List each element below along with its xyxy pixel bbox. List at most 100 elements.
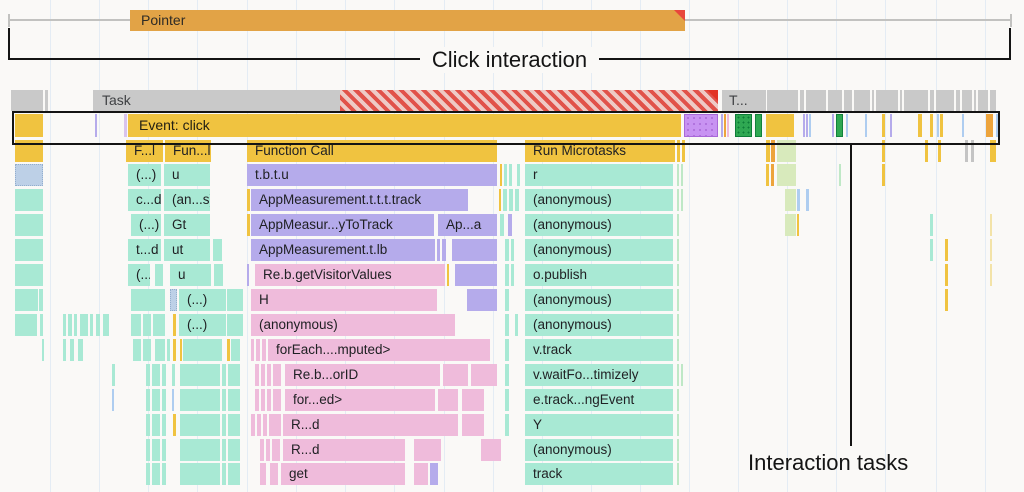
flame-bar-r-d[interactable]: R...d [283,414,458,436]
event-sliver[interactable] [809,114,811,137]
task-segment[interactable] [854,90,870,111]
flame-sliver[interactable] [162,463,166,485]
flame-bar-appmeasur-ytotrack[interactable]: AppMeasur...yToTrack [251,214,434,236]
flame-bar-anonymous[interactable]: (anonymous) [525,214,673,236]
flame-sliver[interactable] [103,314,109,336]
flame-sliver[interactable] [500,214,504,236]
task-segment[interactable] [844,90,852,111]
flame-bar-track[interactable]: track [525,463,673,485]
flame-sliver[interactable] [15,140,43,162]
flame-sliver[interactable] [505,339,509,361]
flame-sliver[interactable] [766,140,770,162]
flame-sliver[interactable] [925,140,928,162]
flame-sliver[interactable] [505,239,509,261]
flame-sliver[interactable] [771,164,774,186]
flame-sliver[interactable] [882,140,885,162]
flame-sliver[interactable] [68,314,72,336]
flame-sliver[interactable] [467,289,497,311]
flame-sliver[interactable] [515,314,518,336]
flame-bar-v-track[interactable]: v.track [525,339,673,361]
flame-bar-f-l[interactable]: F...l [126,140,163,162]
flame-sliver[interactable] [471,364,497,386]
flame-bar-t-d[interactable]: t...d [128,239,161,261]
event-sliver[interactable] [882,114,885,137]
flame-sliver[interactable] [222,364,226,386]
flame-bar-r[interactable]: r [525,164,673,186]
event-sliver[interactable] [735,114,752,137]
flame-bar-ap-a[interactable]: Ap...a [438,214,497,236]
event-sliver[interactable] [940,114,943,137]
task-segment[interactable] [767,90,798,111]
flame-sliver[interactable] [499,189,501,211]
flame-sliver[interactable] [260,439,264,461]
flame-sliver[interactable] [481,439,501,461]
event-sliver[interactable] [836,114,843,137]
event-click-bar[interactable]: Event: click [128,114,681,137]
flame-sliver[interactable] [162,389,166,411]
flame-sliver[interactable] [261,364,265,386]
flame-sliver[interactable] [272,439,280,461]
task-segment[interactable] [930,90,934,111]
flame-sliver[interactable] [806,189,809,211]
flame-sliver[interactable] [143,339,151,361]
task-segment[interactable] [900,90,902,111]
task-segment[interactable] [828,90,842,111]
event-sliver[interactable] [721,114,723,137]
flame-sliver[interactable] [162,364,166,386]
flame-sliver[interactable] [180,414,220,436]
flame-sliver[interactable] [785,189,796,211]
flame-bar-run-microtasks[interactable]: Run Microtasks [525,140,675,162]
flame-sliver[interactable] [777,164,796,186]
flame-sliver[interactable] [677,289,679,311]
flame-bar-o-publish[interactable]: o.publish [525,264,673,286]
flame-bar-anonymous[interactable]: (anonymous) [525,314,673,336]
flame-sliver[interactable] [74,314,77,336]
event-sliver[interactable] [755,114,762,137]
flame-sliver[interactable] [90,314,93,336]
flame-sliver[interactable] [256,339,260,361]
flame-sliver[interactable] [227,339,230,361]
event-sliver[interactable] [890,114,892,137]
flame-sliver[interactable] [511,239,514,261]
flame-bar-[interactable]: (...) [128,164,161,186]
flame-sliver[interactable] [152,414,160,436]
flame-sliver[interactable] [162,439,166,461]
flame-bar-get[interactable]: get [281,463,405,485]
task-segment[interactable] [872,90,874,111]
task-segment[interactable] [800,90,804,111]
flame-sliver[interactable] [442,239,446,261]
flame-bar-[interactable]: (...) [179,314,226,336]
flame-sliver[interactable] [112,364,115,386]
flame-sliver[interactable] [938,140,941,162]
flame-sliver[interactable] [677,140,680,162]
flame-sliver[interactable] [228,414,240,436]
flame-sliver[interactable] [677,164,679,186]
flame-sliver[interactable] [183,339,222,361]
flame-sliver[interactable] [447,264,449,286]
flame-sliver[interactable] [231,339,240,361]
flame-bar-re-b-getvisitorvalues[interactable]: Re.b.getVisitorValues [255,264,445,286]
flame-sliver[interactable] [945,289,948,311]
flame-sliver[interactable] [15,314,37,336]
flame-sliver[interactable] [677,189,679,211]
flame-sliver[interactable] [172,364,175,386]
flame-bar-an-s[interactable]: (an...s) [164,189,210,211]
flame-sliver[interactable] [509,189,513,211]
event-sliver[interactable] [684,114,718,137]
flame-sliver[interactable] [677,339,679,361]
flame-sliver[interactable] [167,339,170,361]
flame-sliver[interactable] [505,414,509,436]
flame-sliver[interactable] [257,414,261,436]
flame-sliver[interactable] [70,339,74,361]
flame-sliver[interactable] [505,314,509,336]
flame-sliver[interactable] [266,439,270,461]
flame-sliver[interactable] [15,239,43,261]
flame-sliver[interactable] [15,289,38,311]
flame-bar-c-d[interactable]: c...d [128,189,161,211]
flame-sliver[interactable] [63,339,66,361]
flame-bar-[interactable]: (...) [131,214,161,236]
flame-sliver[interactable] [430,463,438,485]
flame-sliver[interactable] [152,439,160,461]
flame-sliver[interactable] [96,314,100,336]
flame-sliver[interactable] [990,239,992,261]
